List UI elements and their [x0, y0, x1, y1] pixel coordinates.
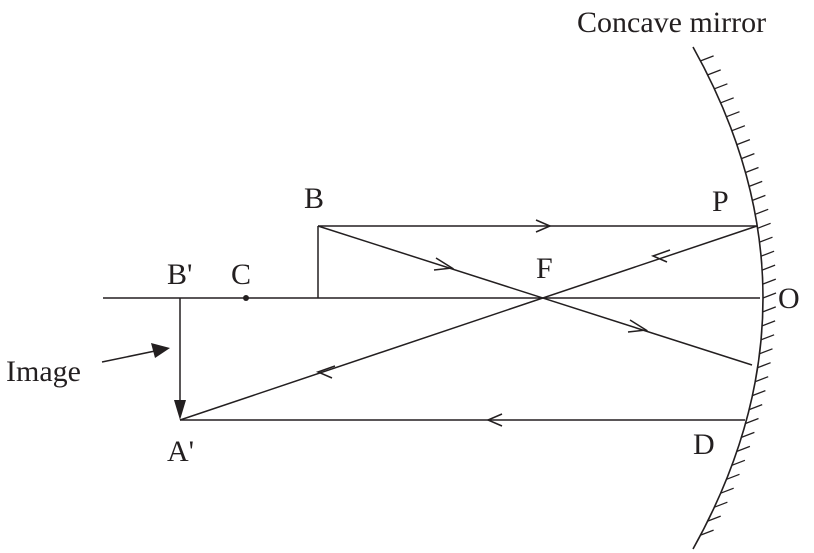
hatch-mark: [759, 236, 773, 243]
ray-arrow-right: [535, 219, 552, 233]
hatch-mark: [748, 403, 763, 411]
hatch-mark: [748, 180, 763, 188]
hatch-mark: [761, 320, 776, 327]
ray-arrow-reflected-2: [315, 365, 336, 379]
ray-reflected-through-focus: [179, 225, 758, 421]
hatch-mark: [700, 529, 714, 536]
label-a-prime: A': [167, 435, 194, 468]
hatch-mark: [714, 501, 728, 508]
hatch-mark: [757, 362, 771, 369]
hatch-mark: [731, 125, 746, 132]
label-o: O: [778, 282, 800, 315]
hatch-mark: [759, 348, 773, 355]
hatch-mark: [757, 222, 771, 229]
hatch-mark: [707, 515, 721, 522]
hatch-mark: [760, 334, 775, 341]
label-p: P: [712, 185, 729, 218]
ray-arrow-left: [486, 413, 503, 427]
hatch-mark: [752, 389, 766, 397]
hatch-mark: [714, 83, 728, 90]
hatch-mark: [720, 97, 734, 104]
label-b: B: [304, 182, 324, 215]
hatch-mark: [736, 138, 751, 146]
hatch-mark: [762, 278, 777, 285]
label-image: Image: [6, 355, 81, 388]
hatch-mark: [752, 194, 766, 202]
label-b-prime: B': [167, 258, 192, 291]
ray-arrow-incident-2: [627, 319, 649, 333]
label-f: F: [536, 252, 553, 285]
hatch-mark: [762, 306, 777, 313]
hatch-mark: [726, 473, 740, 480]
hatch-mark: [726, 111, 740, 118]
ray-arrow-reflected-1: [650, 249, 671, 263]
hatch-mark: [754, 208, 769, 215]
mirror-hatching: [700, 55, 777, 536]
label-c: C: [231, 258, 251, 291]
hatch-mark: [762, 292, 777, 299]
ray-arrow-incident-1: [433, 257, 455, 271]
hatch-mark: [731, 459, 746, 466]
hatch-mark: [745, 417, 759, 425]
mirror-title: Concave mirror: [577, 6, 766, 39]
hatch-mark: [700, 55, 714, 62]
centre-point: [243, 295, 249, 301]
hatch-mark: [754, 376, 769, 383]
hatch-mark: [761, 264, 776, 271]
hatch-mark: [741, 431, 755, 439]
hatch-mark: [707, 69, 721, 76]
image-pointer-line: [101, 350, 156, 363]
ray-through-focus-incident: [317, 225, 753, 366]
label-d: D: [693, 428, 715, 461]
hatch-mark: [745, 166, 759, 174]
hatch-mark: [736, 445, 751, 453]
hatch-mark: [741, 152, 755, 160]
hatch-mark: [720, 487, 734, 494]
image-arrowhead: [174, 400, 186, 420]
hatch-mark: [760, 250, 775, 257]
image-pointer-arrowhead: [151, 343, 170, 358]
